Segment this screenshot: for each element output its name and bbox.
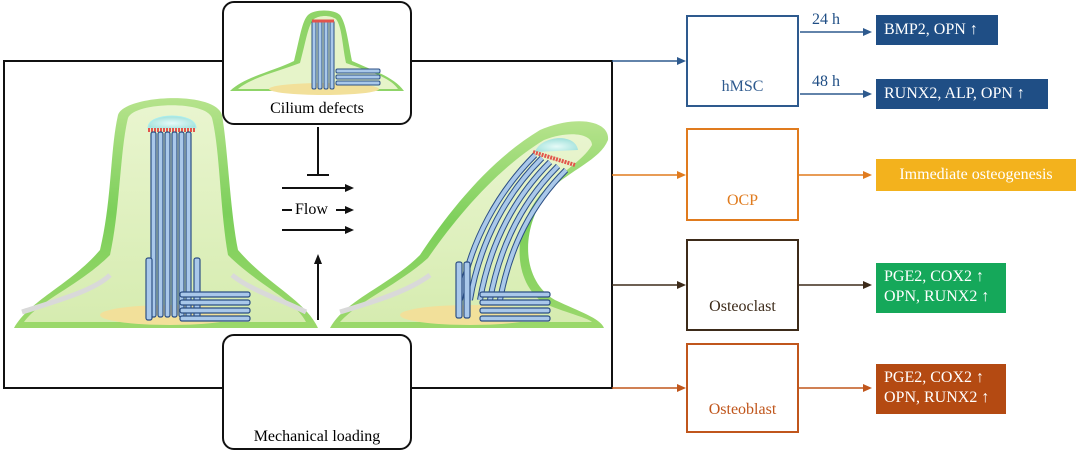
outcome-bmp2-opn-text: BMP2, OPN bbox=[884, 21, 966, 38]
outcome-osteoclast-markers: PGE2, COX2 ↑ OPN, RUNX2 ↑ bbox=[876, 263, 1006, 313]
cilium-defects-box: Cilium defects bbox=[222, 1, 412, 125]
up-arrow-icon: ↑ bbox=[1016, 85, 1025, 102]
mechanical-loading-label: Mechanical loading bbox=[253, 428, 381, 445]
osteoblast-markers-line1: PGE2, COX2 bbox=[884, 369, 973, 386]
mechanical-loading-box: Mechanical loading bbox=[222, 334, 412, 450]
ocp-box: OCP bbox=[686, 128, 799, 221]
outcome-immediate-osteogenesis-text: Immediate osteogenesis bbox=[899, 166, 1053, 183]
osteoclast-markers-line1: PGE2, COX2 bbox=[884, 268, 973, 285]
inhibition-marker bbox=[307, 127, 329, 176]
outcome-runx2-alp-opn-text: RUNX2, ALP, OPN bbox=[884, 85, 1013, 102]
straight-cilium-illustration bbox=[14, 98, 318, 328]
defective-cilium-icon bbox=[230, 10, 404, 95]
osteoclast-label: Osteoclast bbox=[709, 298, 776, 315]
up-arrow-icon: ↑ bbox=[969, 21, 978, 38]
loading-arrow bbox=[314, 254, 322, 320]
osteoblast-markers-line2: OPN, RUNX2 bbox=[884, 389, 978, 406]
osteoblast-box: Osteoblast bbox=[686, 343, 799, 433]
time-24h-label: 24 h bbox=[812, 11, 840, 28]
up-arrow-icon: ↑ bbox=[981, 389, 990, 406]
up-arrow-icon: ↑ bbox=[976, 268, 985, 285]
up-arrow-icon: ↑ bbox=[981, 288, 990, 305]
ocp-label: OCP bbox=[726, 192, 759, 209]
outcome-immediate-osteogenesis: Immediate osteogenesis bbox=[876, 159, 1076, 191]
outcome-bmp2-opn: BMP2, OPN ↑ bbox=[876, 15, 998, 45]
bent-cilium-illustration bbox=[330, 121, 609, 328]
osteoclast-box: Osteoclast bbox=[686, 239, 799, 331]
cell-to-outcome-connectors bbox=[799, 28, 872, 392]
hmsc-box: hMSC bbox=[686, 15, 799, 107]
flow-arrows bbox=[282, 184, 354, 234]
hmsc-label: hMSC bbox=[721, 78, 764, 95]
flow-label: Flow bbox=[295, 201, 328, 218]
osteoblast-label: Osteoblast bbox=[708, 401, 777, 418]
time-48h-label: 48 h bbox=[812, 73, 840, 90]
osteoclast-markers-line2: OPN, RUNX2 bbox=[884, 288, 978, 305]
panel-to-cell-connectors bbox=[612, 57, 686, 392]
outcome-runx2-alp-opn: RUNX2, ALP, OPN ↑ bbox=[876, 79, 1048, 109]
outcome-osteoblast-markers: PGE2, COX2 ↑ OPN, RUNX2 ↑ bbox=[876, 364, 1006, 414]
up-arrow-icon: ↑ bbox=[976, 369, 985, 386]
cilium-defects-label: Cilium defects bbox=[270, 100, 364, 117]
